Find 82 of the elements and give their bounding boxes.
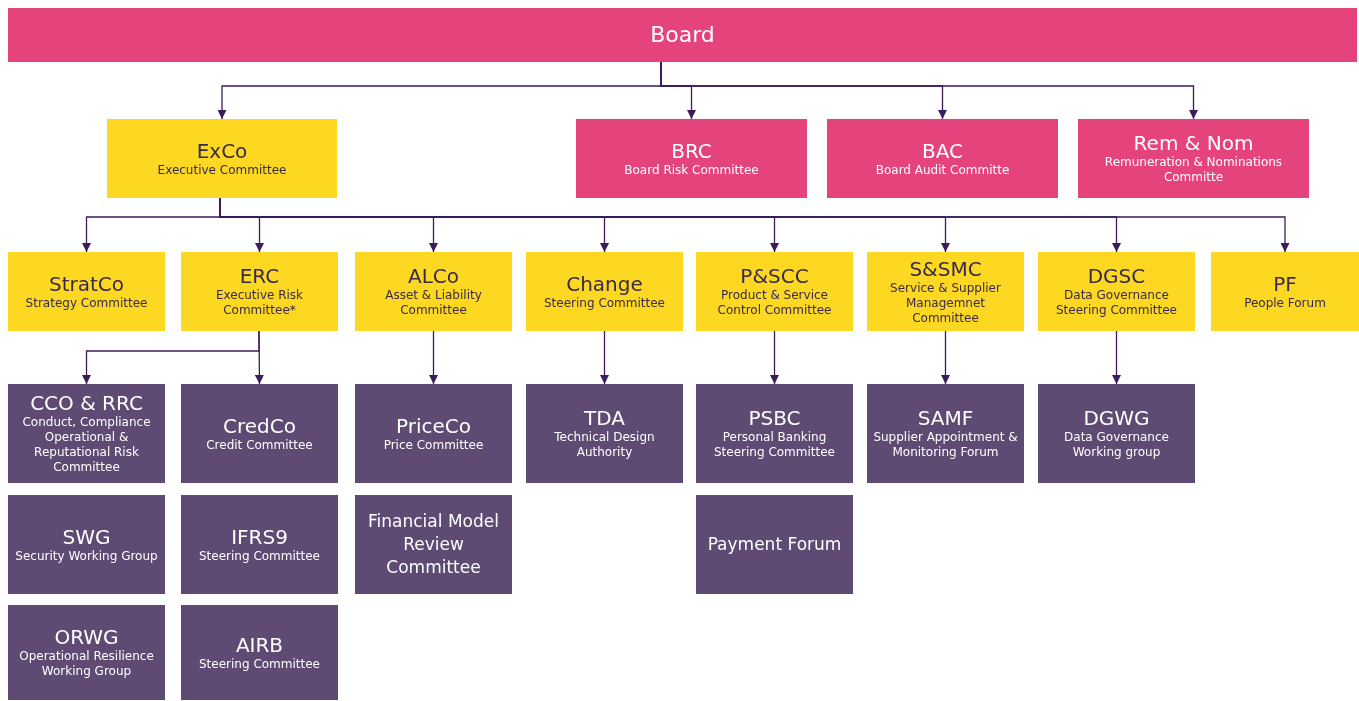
committee-box bbox=[867, 384, 1024, 483]
committee-name: Personal Banking Steering Committee bbox=[713, 430, 836, 460]
committee-acronym: ExCo bbox=[196, 139, 248, 163]
committee-box bbox=[576, 119, 807, 198]
committee-name: Security Working Group bbox=[15, 548, 158, 564]
committee-acronym: PriceCo bbox=[396, 414, 471, 438]
committee-box bbox=[181, 252, 338, 331]
committee-acronym: DGWG bbox=[1083, 407, 1150, 430]
committee-acronym: CCO & RRC bbox=[30, 392, 143, 415]
committee-box bbox=[1038, 384, 1195, 483]
committee-name: Data Governance Working group bbox=[1063, 430, 1170, 460]
committee-acronym: Rem & Nom bbox=[1133, 132, 1254, 155]
committee-box bbox=[696, 252, 853, 331]
committee-name: Operational Resilience Working Group bbox=[18, 649, 155, 679]
committee-box bbox=[526, 252, 683, 331]
committee-box bbox=[8, 495, 165, 594]
connector-arrow bbox=[600, 330, 609, 385]
committee-acronym: ERC bbox=[239, 265, 280, 288]
committee-box bbox=[1078, 119, 1309, 198]
committee-acronym: AIRB bbox=[235, 633, 284, 657]
committee-acronym: DGSC bbox=[1087, 265, 1146, 288]
committee-box bbox=[8, 8, 1357, 62]
committee-acronym: BRC bbox=[671, 139, 712, 163]
committee-name: Steering Committee bbox=[199, 656, 320, 672]
connector-arrow bbox=[770, 330, 779, 385]
connector-arrow bbox=[1112, 330, 1121, 385]
committee-box bbox=[107, 119, 337, 198]
committee-name: Product & Service Control Committee bbox=[716, 288, 833, 318]
connector-arrow bbox=[660, 61, 1198, 120]
committee-name: Service & Supplier Managemnet Committee bbox=[889, 280, 1002, 326]
committee-box bbox=[696, 384, 853, 483]
committee-box bbox=[181, 495, 338, 594]
committee-name: Board Audit Committe bbox=[875, 162, 1010, 178]
connector-arrow bbox=[941, 330, 950, 385]
committee-acronym: IFRS9 bbox=[231, 525, 288, 549]
committee-name: Credit Committee bbox=[206, 437, 313, 453]
committee-name: Supplier Appointment & Monitoring Forum bbox=[872, 430, 1019, 460]
committee-acronym: CredCo bbox=[223, 414, 296, 438]
committee-box bbox=[696, 495, 853, 594]
committee-box bbox=[1211, 252, 1359, 331]
committee-box bbox=[355, 252, 512, 331]
committee-acronym: ALCo bbox=[408, 265, 459, 288]
committee-box bbox=[8, 384, 165, 483]
committee-name: Conduct, Compliance Operational & Reputational Risk Committee bbox=[21, 415, 152, 475]
committee-box bbox=[827, 119, 1058, 198]
committee-acronym: P&SCC bbox=[740, 265, 809, 288]
committee-acronym: TDA bbox=[584, 407, 625, 430]
committee-acronym: Change bbox=[566, 272, 643, 296]
committee-box bbox=[8, 605, 165, 700]
committee-name: Steering Committee bbox=[199, 548, 320, 564]
committee-box bbox=[8, 252, 165, 331]
committee-name: Strategy Committee bbox=[25, 295, 148, 311]
committee-name: Technical Design Authority bbox=[553, 430, 656, 460]
committee-name: Remuneration & Nominations Committe bbox=[1103, 155, 1284, 185]
committee-box bbox=[1038, 252, 1195, 331]
committee-name: Steering Committee bbox=[544, 295, 665, 311]
committee-box bbox=[181, 605, 338, 700]
committee-box bbox=[181, 384, 338, 483]
committee-box bbox=[526, 384, 683, 483]
committee-name: Board Risk Committee bbox=[624, 162, 759, 178]
committee-acronym: ORWG bbox=[54, 626, 119, 649]
committee-box bbox=[867, 252, 1024, 331]
committee-name: Price Committee bbox=[383, 437, 484, 453]
committee-name: People Forum bbox=[1244, 295, 1326, 311]
connector-arrow bbox=[429, 330, 438, 385]
committee-name: Board bbox=[650, 22, 715, 48]
committee-name: Financial Model Review Committee bbox=[367, 510, 500, 579]
committee-acronym: BAC bbox=[922, 139, 963, 163]
committee-acronym: SWG bbox=[62, 525, 111, 549]
committee-acronym: StratCo bbox=[48, 272, 125, 296]
committee-name: Data Governance Steering Committee bbox=[1055, 288, 1178, 318]
committee-name: Payment Forum bbox=[707, 533, 842, 556]
committee-acronym: SAMF bbox=[917, 407, 974, 430]
committee-acronym: PSBC bbox=[748, 407, 801, 430]
committee-name: Executive Committee bbox=[157, 162, 287, 178]
connector-arrow bbox=[254, 330, 264, 385]
committee-box bbox=[355, 384, 512, 483]
committee-acronym: S&SMC bbox=[909, 257, 982, 281]
committee-acronym: PF bbox=[1273, 272, 1297, 296]
committee-name: Executive Risk Committee* bbox=[214, 288, 305, 318]
committee-box bbox=[355, 495, 512, 594]
committee-name: Asset & Liability Committee bbox=[384, 288, 483, 318]
